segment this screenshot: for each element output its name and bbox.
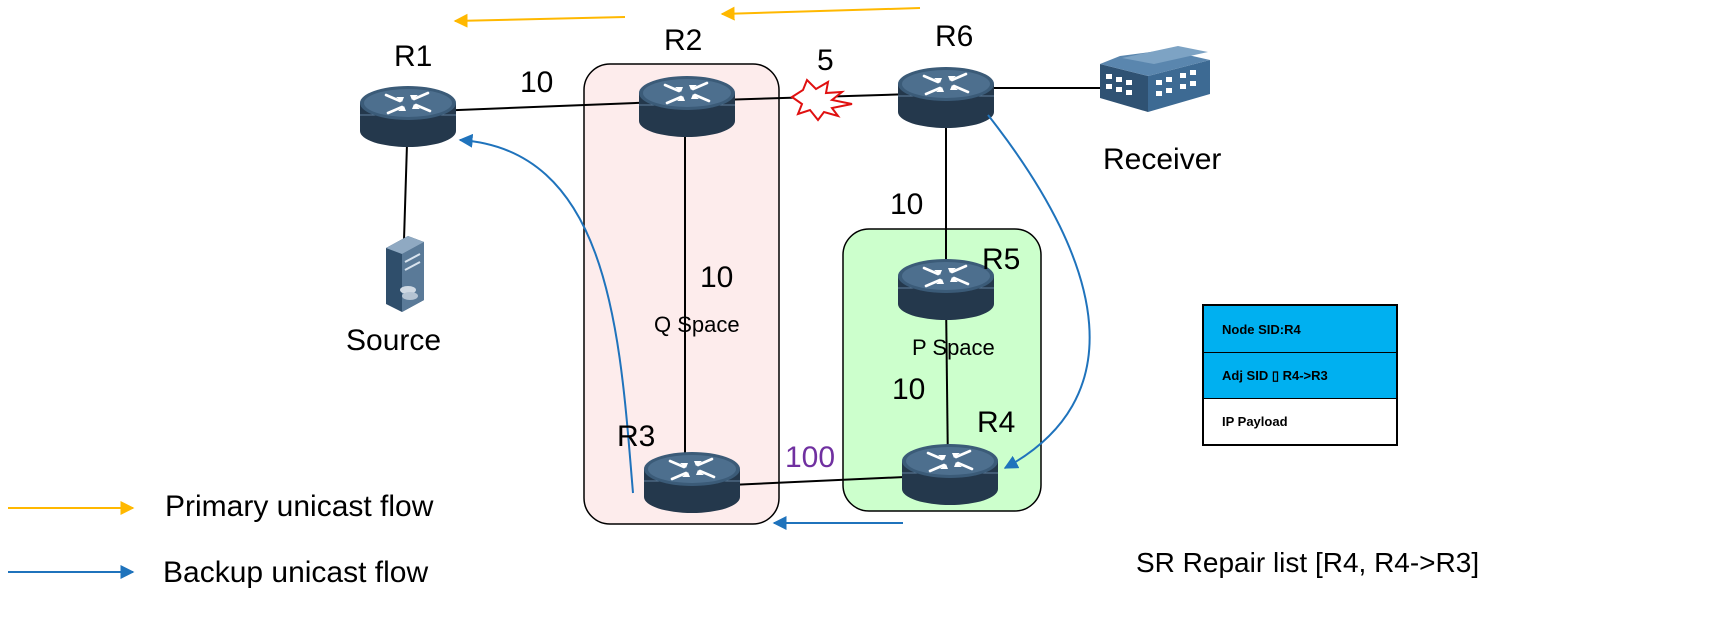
router-r6-icon bbox=[896, 65, 996, 130]
link-cost-r2-r6: 5 bbox=[817, 44, 834, 77]
router-r5-icon bbox=[896, 257, 996, 322]
link-cost-r1-r2: 10 bbox=[520, 66, 554, 99]
sid-payload-row: IP Payload bbox=[1204, 398, 1396, 444]
router-r2-icon bbox=[637, 74, 737, 139]
link-r5-r4 bbox=[945, 299, 949, 471]
sr-repair-list: SR Repair list [R4, R4->R3] bbox=[1136, 547, 1480, 578]
link-cost-r5-r4: 10 bbox=[892, 373, 926, 406]
router-r5-label: R5 bbox=[982, 243, 1021, 276]
router-r1-icon bbox=[358, 84, 458, 149]
backup-flow-arrow-r6-r4 bbox=[987, 114, 1091, 469]
router-r6-label: R6 bbox=[935, 20, 974, 53]
enterprise-building-icon bbox=[1100, 46, 1210, 112]
link-r3-r4 bbox=[729, 476, 906, 486]
legend-primary-label: Primary unicast flow bbox=[165, 490, 434, 523]
router-r1-label: R1 bbox=[394, 40, 433, 73]
q-space-region bbox=[583, 63, 780, 525]
link-cost-r2-r3: 10 bbox=[700, 261, 734, 294]
router-r2-label: R2 bbox=[664, 24, 703, 57]
p-space-label: P Space bbox=[912, 335, 995, 360]
receiver-label: Receiver bbox=[1103, 143, 1222, 176]
link-cost-r6-r5: 10 bbox=[890, 188, 924, 221]
router-r4-label: R4 bbox=[977, 406, 1016, 439]
primary-flow-arrow-r2-r1 bbox=[453, 13, 626, 28]
sid-stack: Node SID:R4 Adj SID ▯ R4->R3 IP Payload bbox=[1202, 304, 1398, 446]
primary-flow-arrow-r6-r2 bbox=[720, 6, 921, 21]
q-space-label: Q Space bbox=[654, 312, 740, 337]
legend-backup-label: Backup unicast flow bbox=[163, 556, 429, 589]
router-r3-label: R3 bbox=[617, 420, 656, 453]
link-failure-icon bbox=[790, 78, 853, 122]
sid-node-row: Node SID:R4 bbox=[1204, 306, 1396, 352]
router-r4-icon bbox=[900, 442, 1000, 507]
sid-adj-row: Adj SID ▯ R4->R3 bbox=[1204, 352, 1396, 398]
link-cost-r3-r4: 100 bbox=[785, 441, 836, 474]
source-label: Source bbox=[346, 324, 442, 357]
router-r3-icon bbox=[642, 450, 742, 515]
backup-flow-arrow-r3-r1 bbox=[458, 133, 634, 494]
server-icon bbox=[386, 236, 424, 312]
primary-flow-arrows bbox=[453, 6, 921, 28]
backup-flow-arrows bbox=[458, 114, 1091, 530]
